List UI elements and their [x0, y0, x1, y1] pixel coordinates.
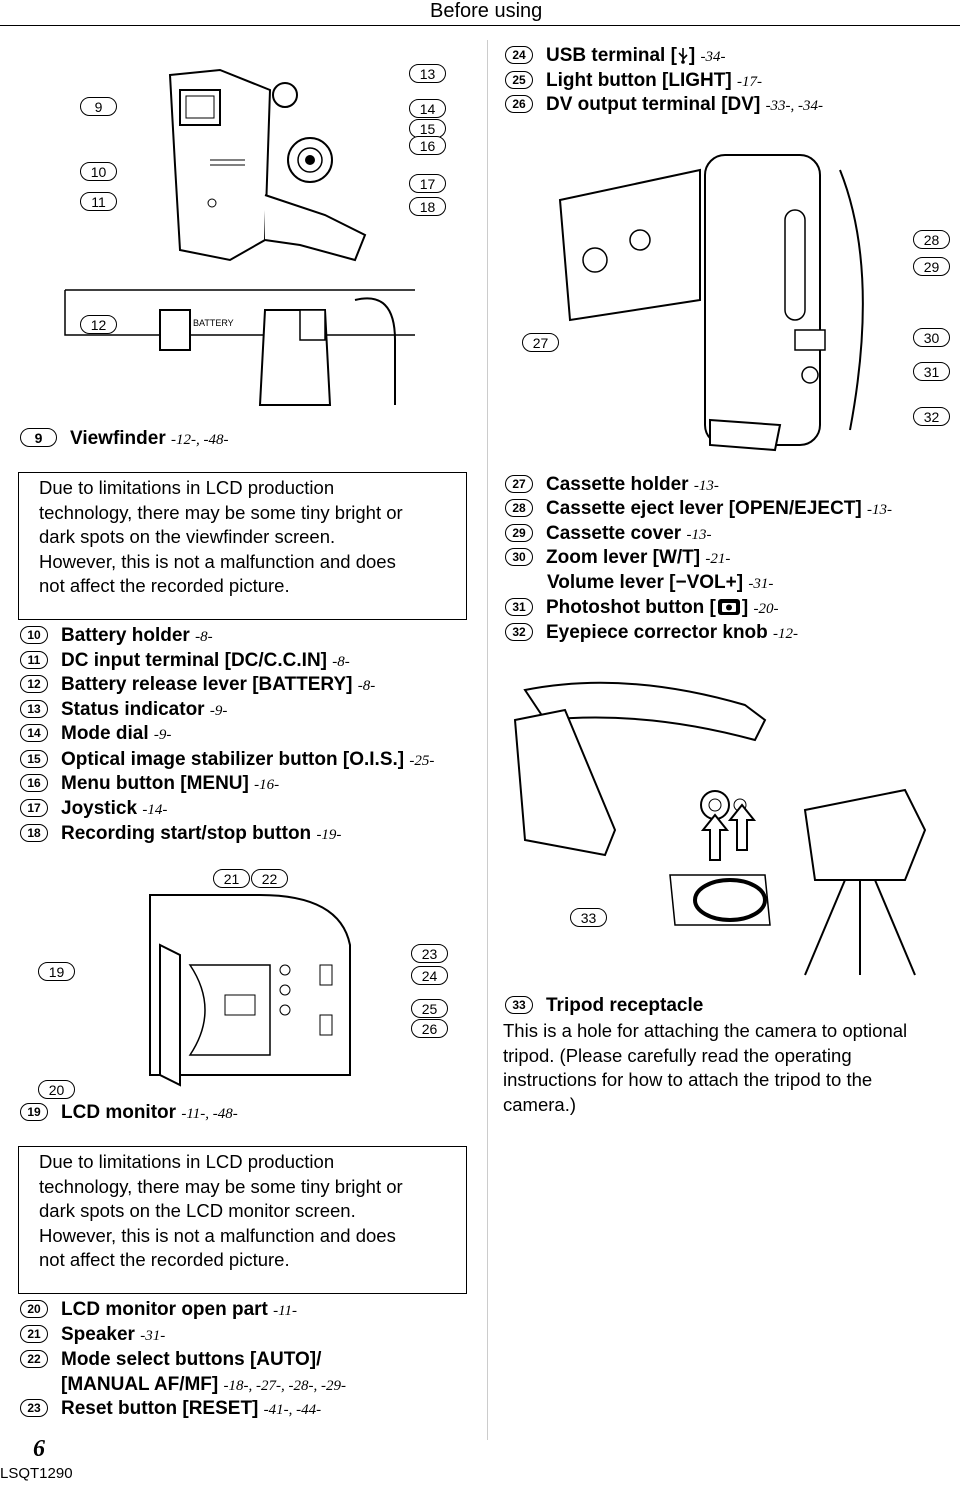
tripod-illustration	[513, 681, 927, 976]
section-header: Before using	[430, 0, 543, 22]
callout-16: 16	[409, 136, 446, 155]
callout-17: 17	[409, 174, 446, 193]
lcd-open-illustration	[149, 894, 351, 1087]
callout-24: 24	[411, 966, 448, 985]
callout-26: 26	[411, 1019, 448, 1038]
callout-19: 19	[38, 962, 75, 981]
callout-18: 18	[409, 197, 446, 216]
callout-25: 25	[411, 999, 448, 1018]
callout-28: 28	[913, 230, 950, 249]
callout-13: 13	[409, 64, 446, 83]
callout-20: 20	[38, 1080, 75, 1099]
callout-27: 27	[522, 333, 559, 352]
callout-23: 23	[411, 944, 448, 963]
item-30-cont: Volume lever [−VOL+] -31-	[547, 572, 774, 593]
callout-32: 32	[913, 407, 950, 426]
callout-15: 15	[409, 119, 446, 138]
callout-30: 30	[913, 328, 950, 347]
camera-icon	[717, 599, 740, 615]
callout-12: 12	[80, 315, 117, 334]
camera-side-illustration	[168, 68, 367, 262]
callout-22: 22	[251, 869, 288, 888]
header-rule	[0, 25, 960, 26]
battery-lever-label: BATTERY	[193, 318, 234, 328]
document-code: LSQT1290	[0, 1465, 73, 1482]
tripod-description: This is a hole for attaching the camera …	[503, 1020, 908, 1115]
callout-14: 14	[409, 99, 446, 118]
callout-29: 29	[913, 257, 950, 276]
page-number: 6	[33, 1436, 45, 1462]
battery-lever-illustration	[64, 289, 415, 406]
callout-33: 33	[570, 908, 607, 927]
column-divider	[487, 40, 488, 1440]
callout-10: 10	[80, 162, 117, 181]
callout-11: 11	[80, 192, 117, 211]
camera-cassette-illustration	[558, 154, 864, 452]
usb-icon	[678, 48, 688, 64]
callout-31: 31	[913, 362, 950, 381]
callout-21: 21	[213, 869, 250, 888]
callout-9: 9	[80, 97, 117, 116]
item-22-cont: [MANUAL AF/MF] -18-, -27-, -28-, -29-	[61, 1374, 346, 1395]
